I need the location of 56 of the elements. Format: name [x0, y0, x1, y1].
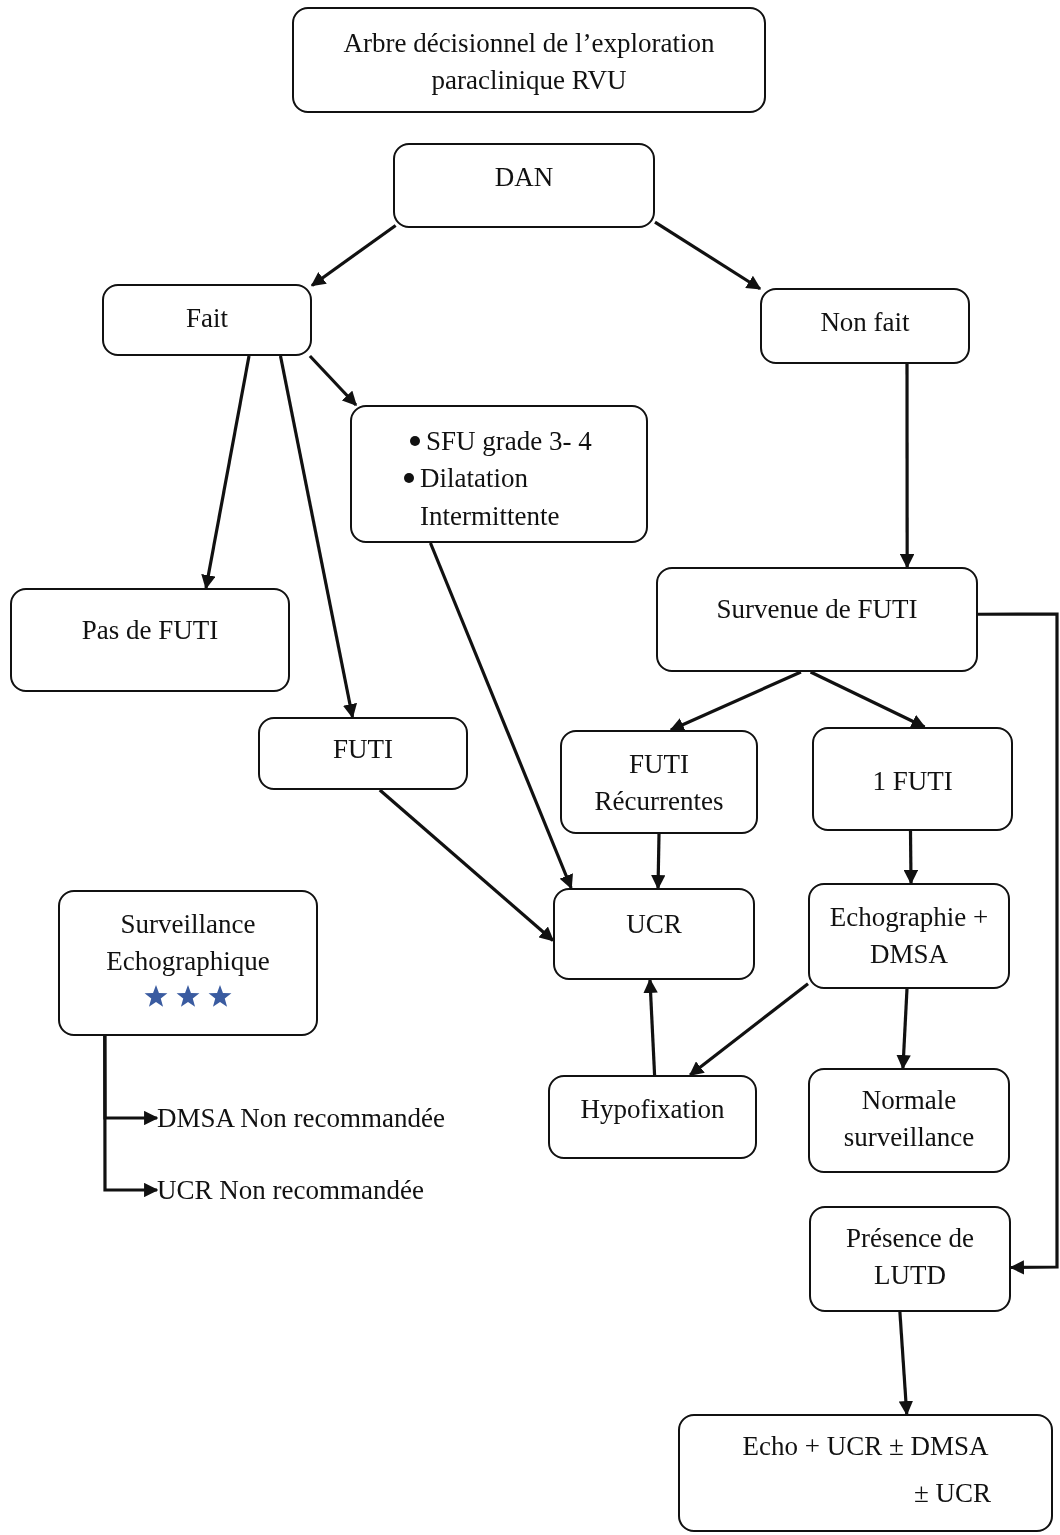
- node-text: Survenue de FUTI: [716, 593, 918, 626]
- arrow: [308, 354, 358, 407]
- node-text: Arbre décisionnel de l’exploration paraclinique RVU: [342, 27, 716, 98]
- arrow: [903, 831, 919, 885]
- process-box: [808, 883, 1010, 989]
- node-text: UCR: [626, 908, 682, 941]
- node-text: 1 FUTI: [872, 765, 953, 798]
- arrow: [310, 224, 397, 287]
- node-text: FUTI: [333, 733, 393, 766]
- node-text: Normale surveillance: [842, 1084, 976, 1155]
- arrow: [899, 364, 915, 569]
- arrow: [201, 355, 251, 590]
- node-text: Hypofixation: [580, 1093, 725, 1126]
- note-text: DMSA Non recommandée: [157, 1100, 502, 1136]
- process-box: [560, 730, 758, 834]
- arrow: [428, 542, 573, 890]
- node-text: Surveillance Echographique: [105, 908, 271, 979]
- node-text: DAN: [494, 161, 554, 194]
- arrow: [278, 355, 358, 719]
- arrow: [651, 833, 666, 890]
- arrow: [689, 982, 809, 1077]
- arrow: [103, 1036, 159, 1198]
- process-box: [760, 288, 970, 364]
- process-box: [548, 1075, 757, 1159]
- node-text: Fait: [186, 302, 228, 335]
- node-text: Dilatation Intermittente: [420, 462, 561, 533]
- node-text: Pas de FUTI: [81, 614, 219, 647]
- node-text: SFU grade 3- 4: [426, 425, 592, 458]
- node-text: Echo + UCR ± DMSA: [742, 1430, 989, 1463]
- process-box: [58, 890, 318, 1036]
- process-box: [809, 1206, 1011, 1312]
- process-box: [553, 888, 755, 980]
- process-box: [812, 727, 1013, 831]
- arrow: [978, 612, 1059, 1275]
- node-text: Présence de LUTD: [844, 1222, 976, 1293]
- node-text: ± UCR: [913, 1477, 991, 1511]
- process-box: [10, 588, 290, 692]
- arrow: [378, 788, 555, 942]
- node-text: Echographie + DMSA: [828, 901, 990, 972]
- arrow: [896, 988, 911, 1070]
- note-text: UCR Non recommandée: [157, 1172, 477, 1208]
- condition-box: [350, 405, 648, 543]
- process-box: [656, 567, 978, 672]
- process-box: [678, 1414, 1053, 1532]
- process-box: [258, 717, 468, 790]
- node-text: Non fait: [820, 306, 910, 339]
- title-box: [292, 7, 766, 113]
- arrow: [809, 670, 926, 729]
- arrow: [669, 670, 802, 732]
- arrow: [643, 978, 658, 1076]
- arrow: [654, 220, 762, 291]
- process-box: [808, 1068, 1010, 1173]
- node-text: FUTI Récurrentes: [593, 748, 725, 819]
- arrow: [898, 1311, 914, 1416]
- process-box: [393, 143, 655, 228]
- process-box: [102, 284, 312, 356]
